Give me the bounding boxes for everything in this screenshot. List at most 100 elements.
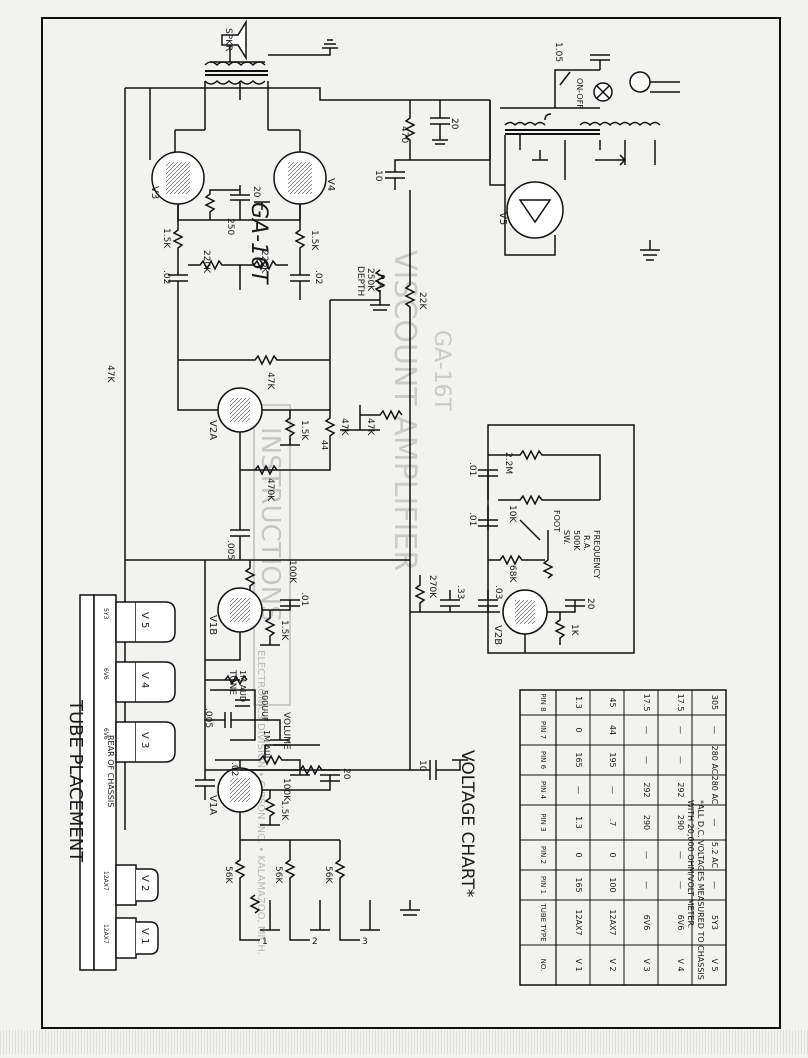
- input-3-label: 3: [362, 937, 368, 947]
- c-01-b-label: .01: [467, 462, 477, 476]
- watermark-instructions-group: INSTRUCTIONS: [253, 404, 291, 706]
- tube-type-label: 12AX7: [102, 924, 109, 944]
- model-title: GA-16T: [246, 202, 271, 285]
- c-005-label: .005: [225, 540, 235, 560]
- r-470-label: 470: [399, 126, 409, 143]
- chart-cell: 0: [608, 852, 617, 857]
- v2a-stage: [125, 340, 410, 561]
- c-02-c-label: .02: [229, 762, 239, 776]
- chart-cell: 280 AC: [710, 776, 719, 805]
- c-20b-label: 20: [251, 186, 261, 198]
- chart-header-cell: PIN 6: [539, 751, 547, 770]
- tremolo-stage: [410, 424, 635, 654]
- depth-value-label: 250K: [365, 268, 375, 292]
- foot-sw-label: SW.: [562, 530, 571, 545]
- chart-cell: 17.5: [642, 694, 651, 712]
- chart-cell: —: [642, 881, 651, 889]
- chart-cell: 290: [676, 815, 685, 830]
- r-220k-b-label: 220K: [259, 250, 269, 274]
- depth-label: DEPTH: [355, 266, 365, 296]
- chart-cell: 1.3: [574, 816, 583, 829]
- input-1-label: 1: [262, 937, 268, 947]
- chart-cell: 6V6: [676, 915, 685, 931]
- r-56k-a-label: 56K: [223, 866, 233, 884]
- voltage-chart-title: VOLTAGE CHART*: [457, 750, 477, 897]
- c-33-label: .33: [455, 585, 465, 599]
- watermark-footer-group: ELECTRONICS DIVISION • GIBSON INC. • KAL…: [255, 650, 266, 955]
- tube-envelope-icon: [136, 921, 159, 955]
- tube-type-label: 6V6: [102, 728, 109, 740]
- volume-value-label: 1M AUD: [262, 730, 271, 762]
- tube-envelope-icon: [136, 601, 176, 643]
- chart-cell: 0: [574, 727, 583, 732]
- chart-cell: —: [676, 881, 685, 889]
- r-47k-a-label: 47K: [339, 418, 349, 436]
- chart-cell: 1.3: [574, 696, 583, 709]
- watermark-footer: ELECTRONICS DIVISION • GIBSON INC. • KAL…: [255, 650, 266, 955]
- chart-cell: 280 AC: [710, 746, 719, 775]
- watermark: VISCOUNT AMPLIFIER GA-16T: [387, 250, 454, 571]
- c-01-a-label: .01: [299, 592, 309, 606]
- chart-cell: 305: [710, 695, 719, 710]
- c-500uuf-label: 500UUF: [260, 690, 269, 722]
- chart-cell: —: [676, 756, 685, 764]
- speaker-label: SPKR: [223, 28, 233, 51]
- v4-label: V4: [325, 178, 336, 191]
- input-2-label: 2: [312, 937, 318, 947]
- tremolo-box: [487, 424, 635, 654]
- chart-cell: 17.5: [676, 694, 685, 712]
- r-270k-label: 270K: [427, 575, 437, 599]
- output-stage: [151, 130, 416, 770]
- v2b-label: V2B: [492, 625, 503, 645]
- v5-label: V5: [497, 212, 508, 225]
- chart-cell: —: [642, 726, 651, 734]
- chart-header-cell: PIN 8: [539, 693, 547, 711]
- tube-placement-title: TUBE PLACEMENT: [65, 699, 86, 863]
- chart-header-cell: PIN 1: [539, 876, 547, 894]
- chart-header-cell: TUBE TYPE: [539, 902, 547, 941]
- voltage-44-label: 44: [320, 440, 329, 450]
- r-250-label: 250: [225, 218, 235, 235]
- voltage-footnote-2: WITH 20,000 OHM/VOLT METER.: [686, 800, 695, 928]
- power-transformer-icon: [504, 121, 546, 127]
- tube-position-label: V 5: [139, 612, 150, 628]
- c-005b-label: .005: [203, 708, 213, 728]
- chart-cell: 6V6: [642, 915, 651, 931]
- c-20c-label: 20: [341, 768, 351, 780]
- rear-of-chassis-label: REAR OF CHASSIS: [106, 735, 115, 807]
- c-02-a-label: .02: [161, 270, 171, 284]
- r-15k-a-label: 1.5K: [161, 228, 171, 249]
- r-100k-a-label: 100K: [287, 560, 297, 584]
- r-56k-c-label: 56K: [323, 866, 333, 884]
- r-15k-e-label: 1.5K: [279, 800, 289, 821]
- tone-label: TONE: [227, 669, 237, 695]
- chart-cell: 195: [608, 752, 617, 767]
- voltage-footnote-1: *ALL D.C. VOLTAGES MEASURED TO CHASSIS: [696, 800, 705, 980]
- watermark-instructions: INSTRUCTIONS: [255, 427, 285, 622]
- footnote-group: *ALL D.C. VOLTAGES MEASURED TO CHASSIS W…: [686, 800, 705, 980]
- voltage-chart-title-group: VOLTAGE CHART*: [457, 750, 477, 897]
- tube-type-label: 6V6: [102, 668, 109, 680]
- chart-header-cell: NO.: [539, 959, 547, 972]
- volume-label: VOLUME: [281, 712, 291, 750]
- r-15k-d-label: 1.5K: [279, 620, 289, 641]
- r-22m-label: 2.2M: [503, 452, 513, 474]
- r-47k-fb-label: 47K: [265, 372, 275, 390]
- tube-envelope-icon: [136, 661, 176, 703]
- chart-cell: 165: [574, 877, 583, 892]
- tube-socket-icon: [115, 601, 137, 643]
- tube-position-label: V 3: [139, 732, 150, 748]
- chart-cell: 44: [608, 725, 617, 735]
- tube-socket-icon: [115, 661, 137, 703]
- chart-cell: —: [676, 726, 685, 734]
- tube-socket-icon: [115, 864, 137, 906]
- chart-cell: 292: [676, 782, 685, 797]
- chart-cell: 5.2 AC: [710, 842, 719, 869]
- chart-cell: 45: [608, 697, 617, 707]
- r-47k-c-label: 47K: [105, 365, 115, 383]
